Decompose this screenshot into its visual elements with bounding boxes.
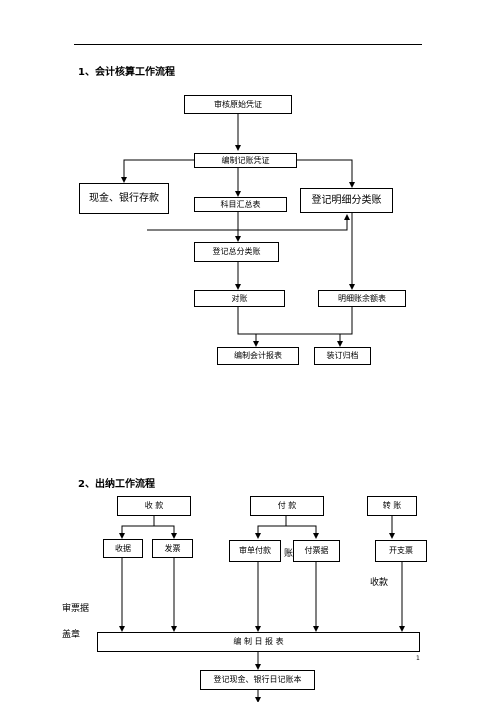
label-stamp: 盖章: [62, 630, 81, 640]
box-detail-ledger: 登记明细分类账: [300, 188, 393, 213]
box-receipt: 收据: [103, 539, 143, 558]
label-receive-money: 收款: [370, 578, 389, 588]
box-write-check: 开支票: [375, 540, 427, 562]
accounting-flow-title: 1、会计核算工作流程: [78, 67, 175, 78]
box-review-source-vouchers: 审核原始凭证: [184, 95, 292, 114]
cashier-flow-title: 2、出纳工作流程: [78, 479, 155, 490]
box-reconcile: 对账: [194, 290, 285, 307]
box-filing: 装订归档: [314, 347, 371, 365]
box-invoice: 发票: [152, 539, 193, 558]
box-daily-report: 编 制 日 报 表: [97, 632, 420, 652]
box-transfer: 转 账: [367, 496, 417, 516]
box-detail-balance: 明细账余额表: [318, 290, 406, 307]
page-number: 1: [416, 655, 420, 662]
box-cash-bank: 现金、银行存款: [79, 183, 169, 214]
header-rule: [74, 44, 422, 45]
box-pay: 付 款: [250, 496, 324, 516]
box-approve-payment: 审单付款: [229, 540, 281, 562]
box-cash-journal: 登记现金、银行日记账本: [200, 670, 315, 690]
box-receive: 收 款: [117, 496, 191, 516]
box-pay-bill: 付票据: [293, 540, 340, 562]
label-review-bills: 审票据: [62, 604, 90, 614]
box-general-ledger: 登记总分类账: [194, 242, 279, 262]
label-pay-side: 账: [284, 549, 294, 559]
box-ledger-summary: 科目汇总表: [194, 197, 287, 212]
box-financial-report: 编制会计报表: [217, 347, 299, 365]
box-prepare-vouchers: 编制记账凭证: [194, 153, 297, 168]
